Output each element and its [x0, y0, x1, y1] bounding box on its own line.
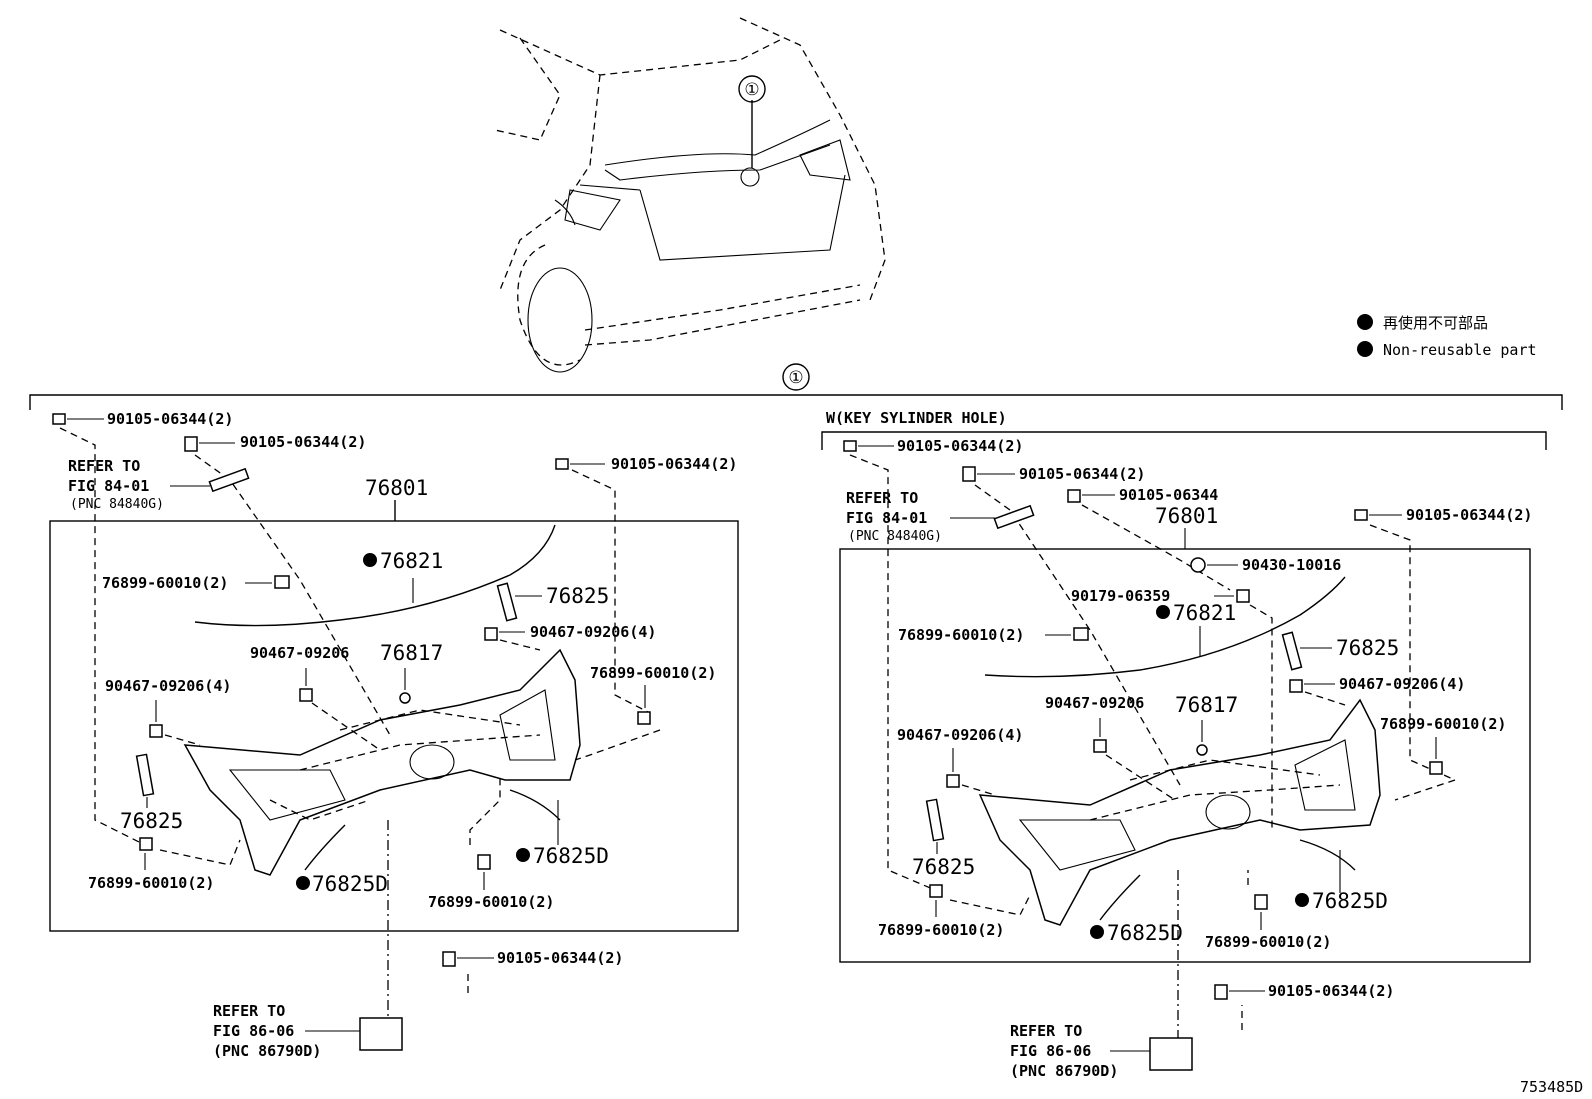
svg-text:76821: 76821 [380, 549, 443, 573]
right-refer-bottom: REFER TO FIG 86-06 (PNC 86790D) [1010, 1022, 1150, 1080]
svg-text:76825: 76825 [1336, 636, 1399, 660]
svg-text:REFER TO: REFER TO [846, 489, 918, 507]
svg-text:90467-09206: 90467-09206 [1045, 694, 1144, 712]
svg-text:①: ① [788, 368, 803, 388]
svg-text:76825D: 76825D [1107, 921, 1183, 945]
svg-text:76825D: 76825D [312, 872, 388, 896]
svg-text:76825D: 76825D [1312, 889, 1388, 913]
left-assembly: 76801 76821 76825 76825 90105-06344(2) 9… [49, 410, 739, 1060]
right-refer-top: REFER TO FIG 84-01 (PNC 84840G) [846, 489, 995, 544]
svg-text:90105-06344(2): 90105-06344(2) [497, 949, 623, 967]
svg-text:90467-09206(4): 90467-09206(4) [530, 623, 656, 641]
svg-text:90105-06344(2): 90105-06344(2) [1019, 465, 1145, 483]
figure-id: 753485D [1520, 1078, 1583, 1096]
svg-text:90105-06344(2): 90105-06344(2) [107, 410, 233, 428]
group-bracket: ① [29, 363, 1563, 410]
legend: 再使用不可部品 Non-reusable part [1357, 314, 1537, 359]
svg-text:(PNC 84840G): (PNC 84840G) [848, 529, 942, 544]
svg-text:90105-06344(2): 90105-06344(2) [240, 433, 366, 451]
svg-text:90430-10016: 90430-10016 [1242, 556, 1341, 574]
svg-text:①: ① [744, 80, 759, 100]
svg-text:90105-06344(2): 90105-06344(2) [1268, 982, 1394, 1000]
svg-text:90105-06344(2): 90105-06344(2) [897, 437, 1023, 455]
right-spoiler-body [978, 698, 1381, 926]
svg-text:76899-60010(2): 76899-60010(2) [878, 921, 1004, 939]
svg-text:76825: 76825 [546, 584, 609, 608]
svg-text:76817: 76817 [1175, 693, 1238, 717]
svg-text:90105-06344(2): 90105-06344(2) [611, 455, 737, 473]
svg-text:76899-60010(2): 76899-60010(2) [428, 893, 554, 911]
svg-text:REFER TO: REFER TO [213, 1002, 285, 1020]
variant-label: W(KEY SYLINDER HOLE) [826, 409, 1007, 427]
svg-text:FIG 84-01: FIG 84-01 [68, 477, 149, 495]
right-assembly: W(KEY SYLINDER HOLE) 76801 76821 76825 7… [821, 409, 1547, 1080]
svg-text:76817: 76817 [380, 641, 443, 665]
svg-text:90467-09206(4): 90467-09206(4) [1339, 675, 1465, 693]
svg-text:76821: 76821 [1173, 601, 1236, 625]
legend-jp: 再使用不可部品 [1383, 314, 1488, 332]
vehicle-rear-view [494, 17, 886, 373]
svg-text:FIG 84-01: FIG 84-01 [846, 509, 927, 527]
svg-text:90105-06344(2): 90105-06344(2) [1406, 506, 1532, 524]
svg-text:76899-60010(2): 76899-60010(2) [898, 626, 1024, 644]
svg-text:76899-60010(2): 76899-60010(2) [88, 874, 214, 892]
svg-text:76899-60010(2): 76899-60010(2) [1205, 933, 1331, 951]
left-refer-top: REFER TO FIG 84-01 (PNC 84840G) [68, 457, 210, 512]
left-spoiler-body [183, 648, 581, 876]
svg-text:76825: 76825 [912, 855, 975, 879]
svg-text:(PNC 86790D): (PNC 86790D) [213, 1042, 321, 1060]
svg-text:FIG 86-06: FIG 86-06 [213, 1022, 294, 1040]
svg-text:76825D: 76825D [533, 844, 609, 868]
svg-text:90467-09206(4): 90467-09206(4) [105, 677, 231, 695]
svg-text:FIG 86-06: FIG 86-06 [1010, 1042, 1091, 1060]
svg-text:REFER TO: REFER TO [68, 457, 140, 475]
svg-text:76899-60010(2): 76899-60010(2) [1380, 715, 1506, 733]
svg-text:76899-60010(2): 76899-60010(2) [590, 664, 716, 682]
svg-text:90467-09206: 90467-09206 [250, 644, 349, 662]
svg-text:90105-06344: 90105-06344 [1119, 486, 1218, 504]
svg-text:REFER TO: REFER TO [1010, 1022, 1082, 1040]
svg-text:76899-60010(2): 76899-60010(2) [102, 574, 228, 592]
svg-text:76825: 76825 [120, 809, 183, 833]
legend-en: Non-reusable part [1383, 341, 1537, 359]
svg-text:(PNC 84840G): (PNC 84840G) [70, 497, 164, 512]
left-assembly-frame [49, 520, 739, 932]
left-assembly-number: 76801 [365, 476, 428, 500]
callout-1-top: ① [738, 75, 766, 103]
right-assembly-number: 76801 [1155, 504, 1218, 528]
svg-text:90467-09206(4): 90467-09206(4) [897, 726, 1023, 744]
svg-text:90179-06359: 90179-06359 [1071, 587, 1170, 605]
left-refer-bottom: REFER TO FIG 86-06 (PNC 86790D) [213, 1002, 360, 1060]
svg-text:(PNC 86790D): (PNC 86790D) [1010, 1062, 1118, 1080]
